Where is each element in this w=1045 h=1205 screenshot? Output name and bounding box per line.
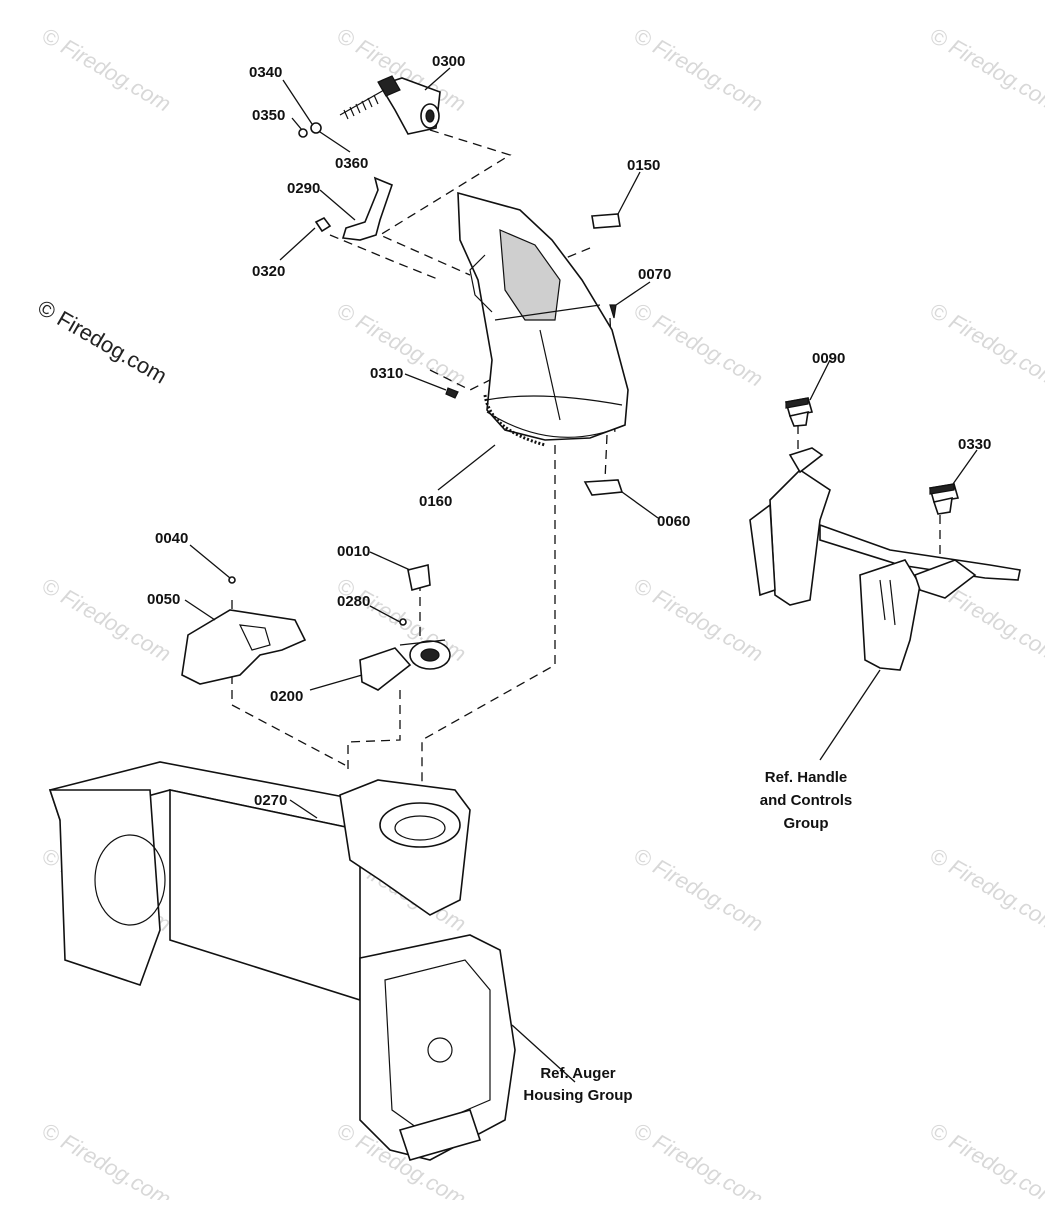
ref-handle-line-2: and Controls bbox=[760, 792, 853, 809]
label-0270: 0270 bbox=[254, 792, 287, 809]
watermark-text: © Firedog.com bbox=[630, 298, 768, 392]
watermark-text: © Firedog.com bbox=[926, 843, 1045, 937]
label-0160: 0160 bbox=[419, 493, 452, 510]
label-0050: 0050 bbox=[147, 591, 180, 608]
deflector-clip-0060 bbox=[585, 480, 622, 495]
label-0360: 0360 bbox=[335, 155, 368, 172]
label-0340: 0340 bbox=[249, 64, 282, 81]
label-0060: 0060 bbox=[657, 513, 690, 530]
watermark-text: © Firedog.com bbox=[630, 1118, 768, 1200]
copyright-notice: © Firedog.com bbox=[34, 295, 172, 389]
label-0320: 0320 bbox=[252, 263, 285, 280]
bracket-0290 bbox=[316, 178, 392, 240]
watermark-text: © Firedog.com bbox=[926, 298, 1045, 392]
label-0350: 0350 bbox=[252, 107, 285, 124]
watermark-text: © Firedog.com bbox=[926, 1118, 1045, 1200]
handle-controls-outline bbox=[750, 448, 1020, 670]
label-0070: 0070 bbox=[638, 266, 671, 283]
knob-0090 bbox=[786, 398, 812, 426]
label-0280: 0280 bbox=[337, 593, 370, 610]
watermark-text: © Firedog.com bbox=[926, 23, 1045, 117]
label-0040: 0040 bbox=[155, 530, 188, 547]
label-0300: 0300 bbox=[432, 53, 465, 70]
label-0150: 0150 bbox=[627, 157, 660, 174]
ref-auger-line-2: Housing Group bbox=[523, 1087, 632, 1104]
label-0330: 0330 bbox=[958, 436, 991, 453]
bolt-0070 bbox=[610, 305, 616, 318]
watermark-text: © Firedog.com bbox=[38, 23, 176, 117]
watermark-text: © Firedog.com bbox=[630, 843, 768, 937]
watermark-text: © Firedog.com bbox=[38, 1118, 176, 1200]
ref-auger-line-1: Ref. Auger bbox=[540, 1065, 615, 1082]
watermark-text: © Firedog.com bbox=[38, 573, 176, 667]
ref-handle-line-1: Ref. Handle bbox=[765, 769, 848, 786]
watermark-text: © Firedog.com bbox=[630, 23, 768, 117]
decal-0150 bbox=[592, 214, 620, 228]
auger-housing-outline bbox=[50, 762, 515, 1160]
reference-group-labels: Ref. Handle and Controls Group Ref. Auge… bbox=[523, 769, 852, 1104]
label-0090: 0090 bbox=[812, 350, 845, 367]
ref-handle-line-3: Group bbox=[784, 815, 829, 832]
motor-assembly-0300 bbox=[299, 76, 440, 137]
cover-0050 bbox=[182, 577, 305, 684]
discharge-chute-0160 bbox=[458, 193, 628, 445]
watermark-text: © Firedog.com bbox=[630, 573, 768, 667]
label-0310: 0310 bbox=[370, 365, 403, 382]
label-0290: 0290 bbox=[287, 180, 320, 197]
assembly-dashed-lines bbox=[232, 130, 940, 800]
label-0010: 0010 bbox=[337, 543, 370, 560]
label-0200: 0200 bbox=[270, 688, 303, 705]
knob-0330 bbox=[930, 484, 958, 514]
